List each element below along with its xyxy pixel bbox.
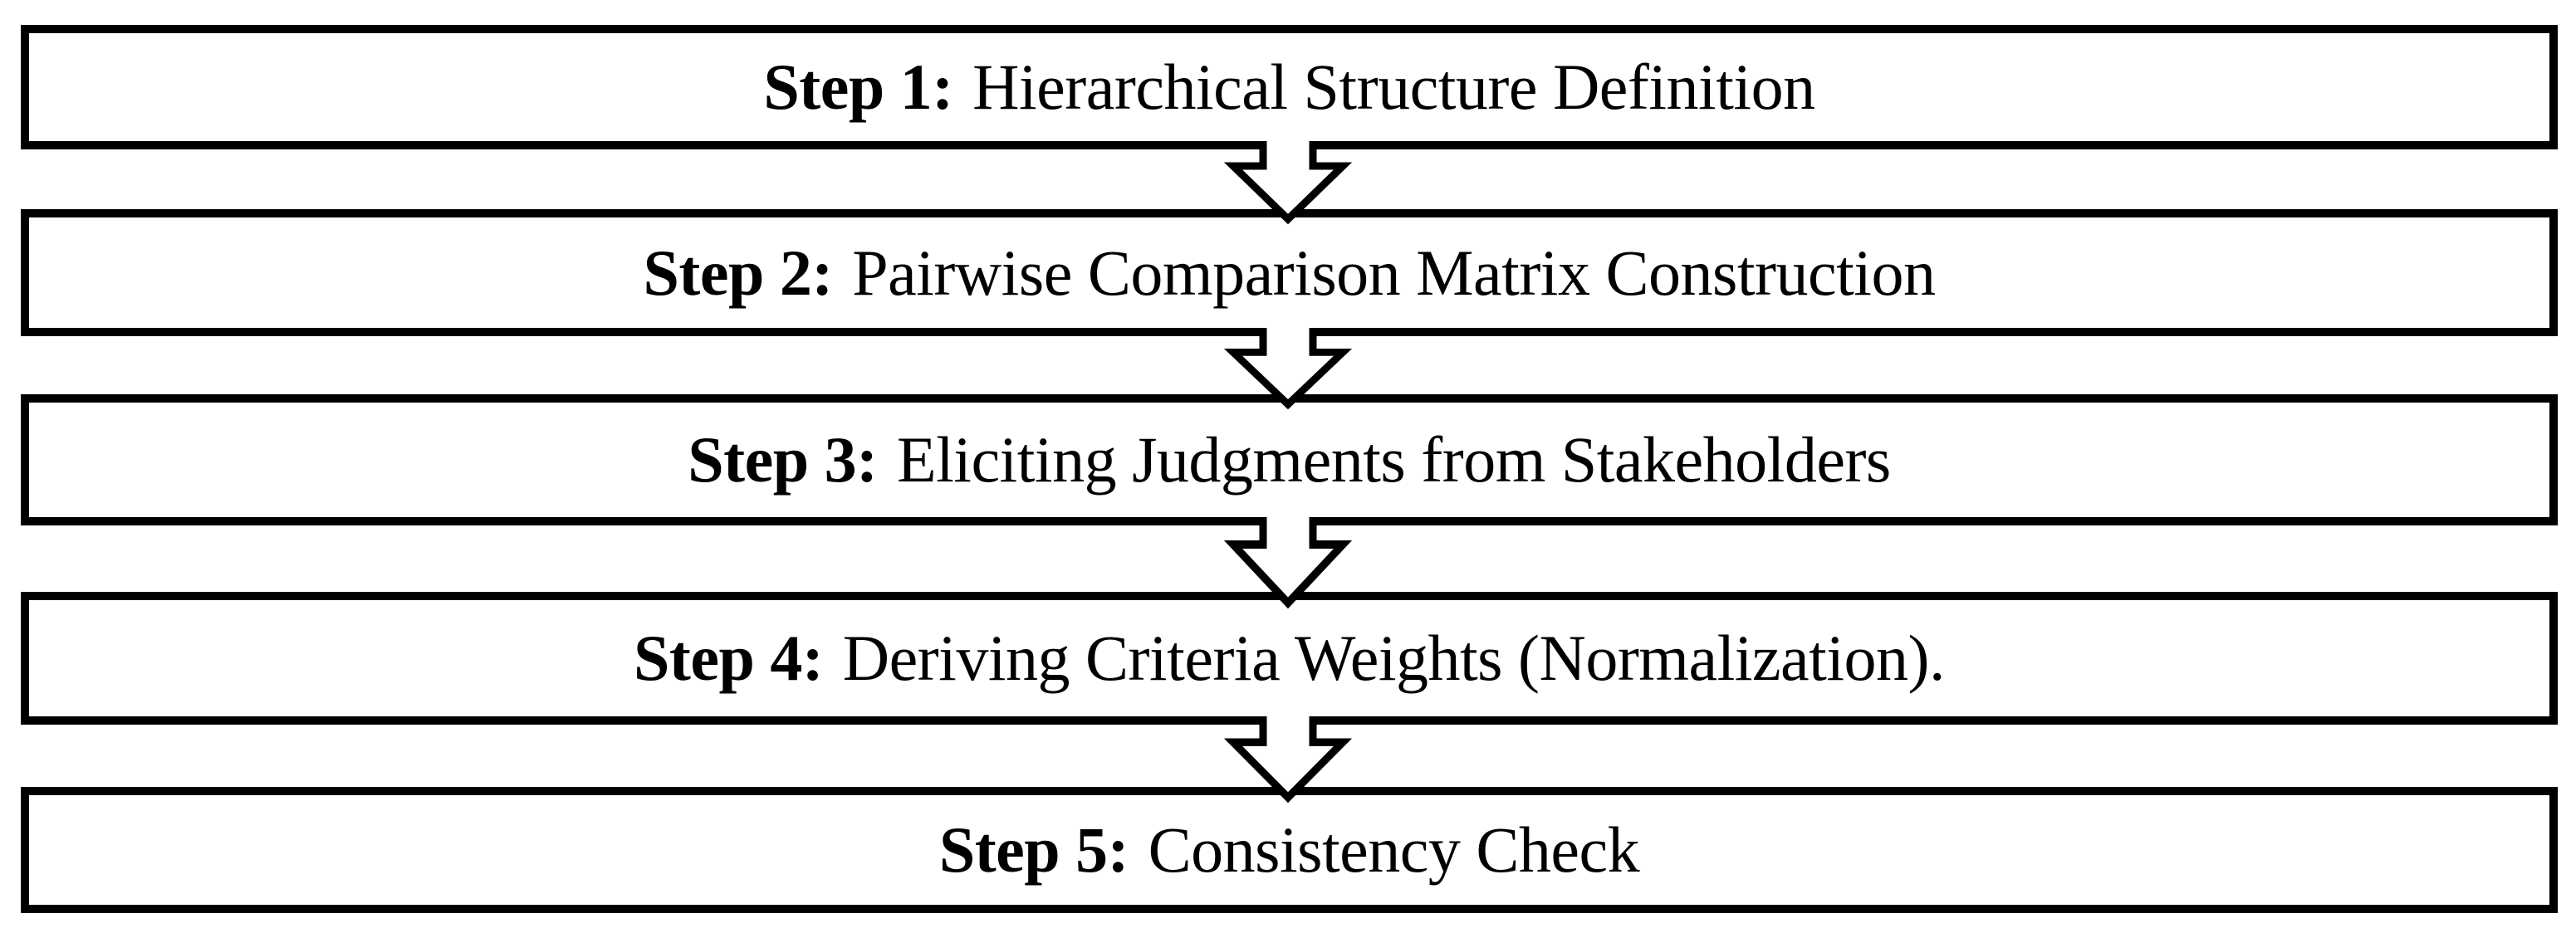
step-1-box: Step 1: Hierarchical Structure Definition [21,25,2558,149]
step-2-text: Step 2:Pairwise Comparison Matrix Constr… [644,240,1936,305]
step-1-text: Step 1:Hierarchical Structure Definition [763,55,1815,120]
step-4-title: Deriving Criteria Weights (Normalization… [842,622,1946,694]
step-2-title: Pairwise Comparison Matrix Construction [852,236,1936,309]
step-3-text: Step 3:Eliciting Judgments from Stakehol… [688,427,1891,492]
step-5-text: Step 5:Consistency Check [939,818,1640,882]
down-block-arrow-icon [1223,141,1353,225]
step-1-label: Step 1: [763,51,953,123]
down-block-arrow-icon [1223,328,1353,410]
down-block-arrow-icon [1223,716,1353,804]
step-5-title: Consistency Check [1148,813,1640,886]
step-4-text: Step 4:Deriving Criteria Weights (Normal… [634,626,1945,691]
step-1-title: Hierarchical Structure Definition [972,51,1815,123]
step-4-box: Step 4:Deriving Criteria Weights (Normal… [21,592,2558,725]
down-block-arrow-icon [1223,517,1353,609]
step-2-label: Step 2: [643,236,834,309]
step-5-label: Step 5: [938,813,1129,886]
step-3-box: Step 3:Eliciting Judgments from Stakehol… [21,394,2558,525]
step-3-title: Eliciting Judgments from Stakeholders [896,423,1891,496]
step-3-label: Step 3: [688,423,878,496]
step-5-box: Step 5: Consistency Check [21,787,2558,913]
step-4-label: Step 4: [634,622,824,694]
step-2-box: Step 2:Pairwise Comparison Matrix Constr… [21,209,2558,336]
